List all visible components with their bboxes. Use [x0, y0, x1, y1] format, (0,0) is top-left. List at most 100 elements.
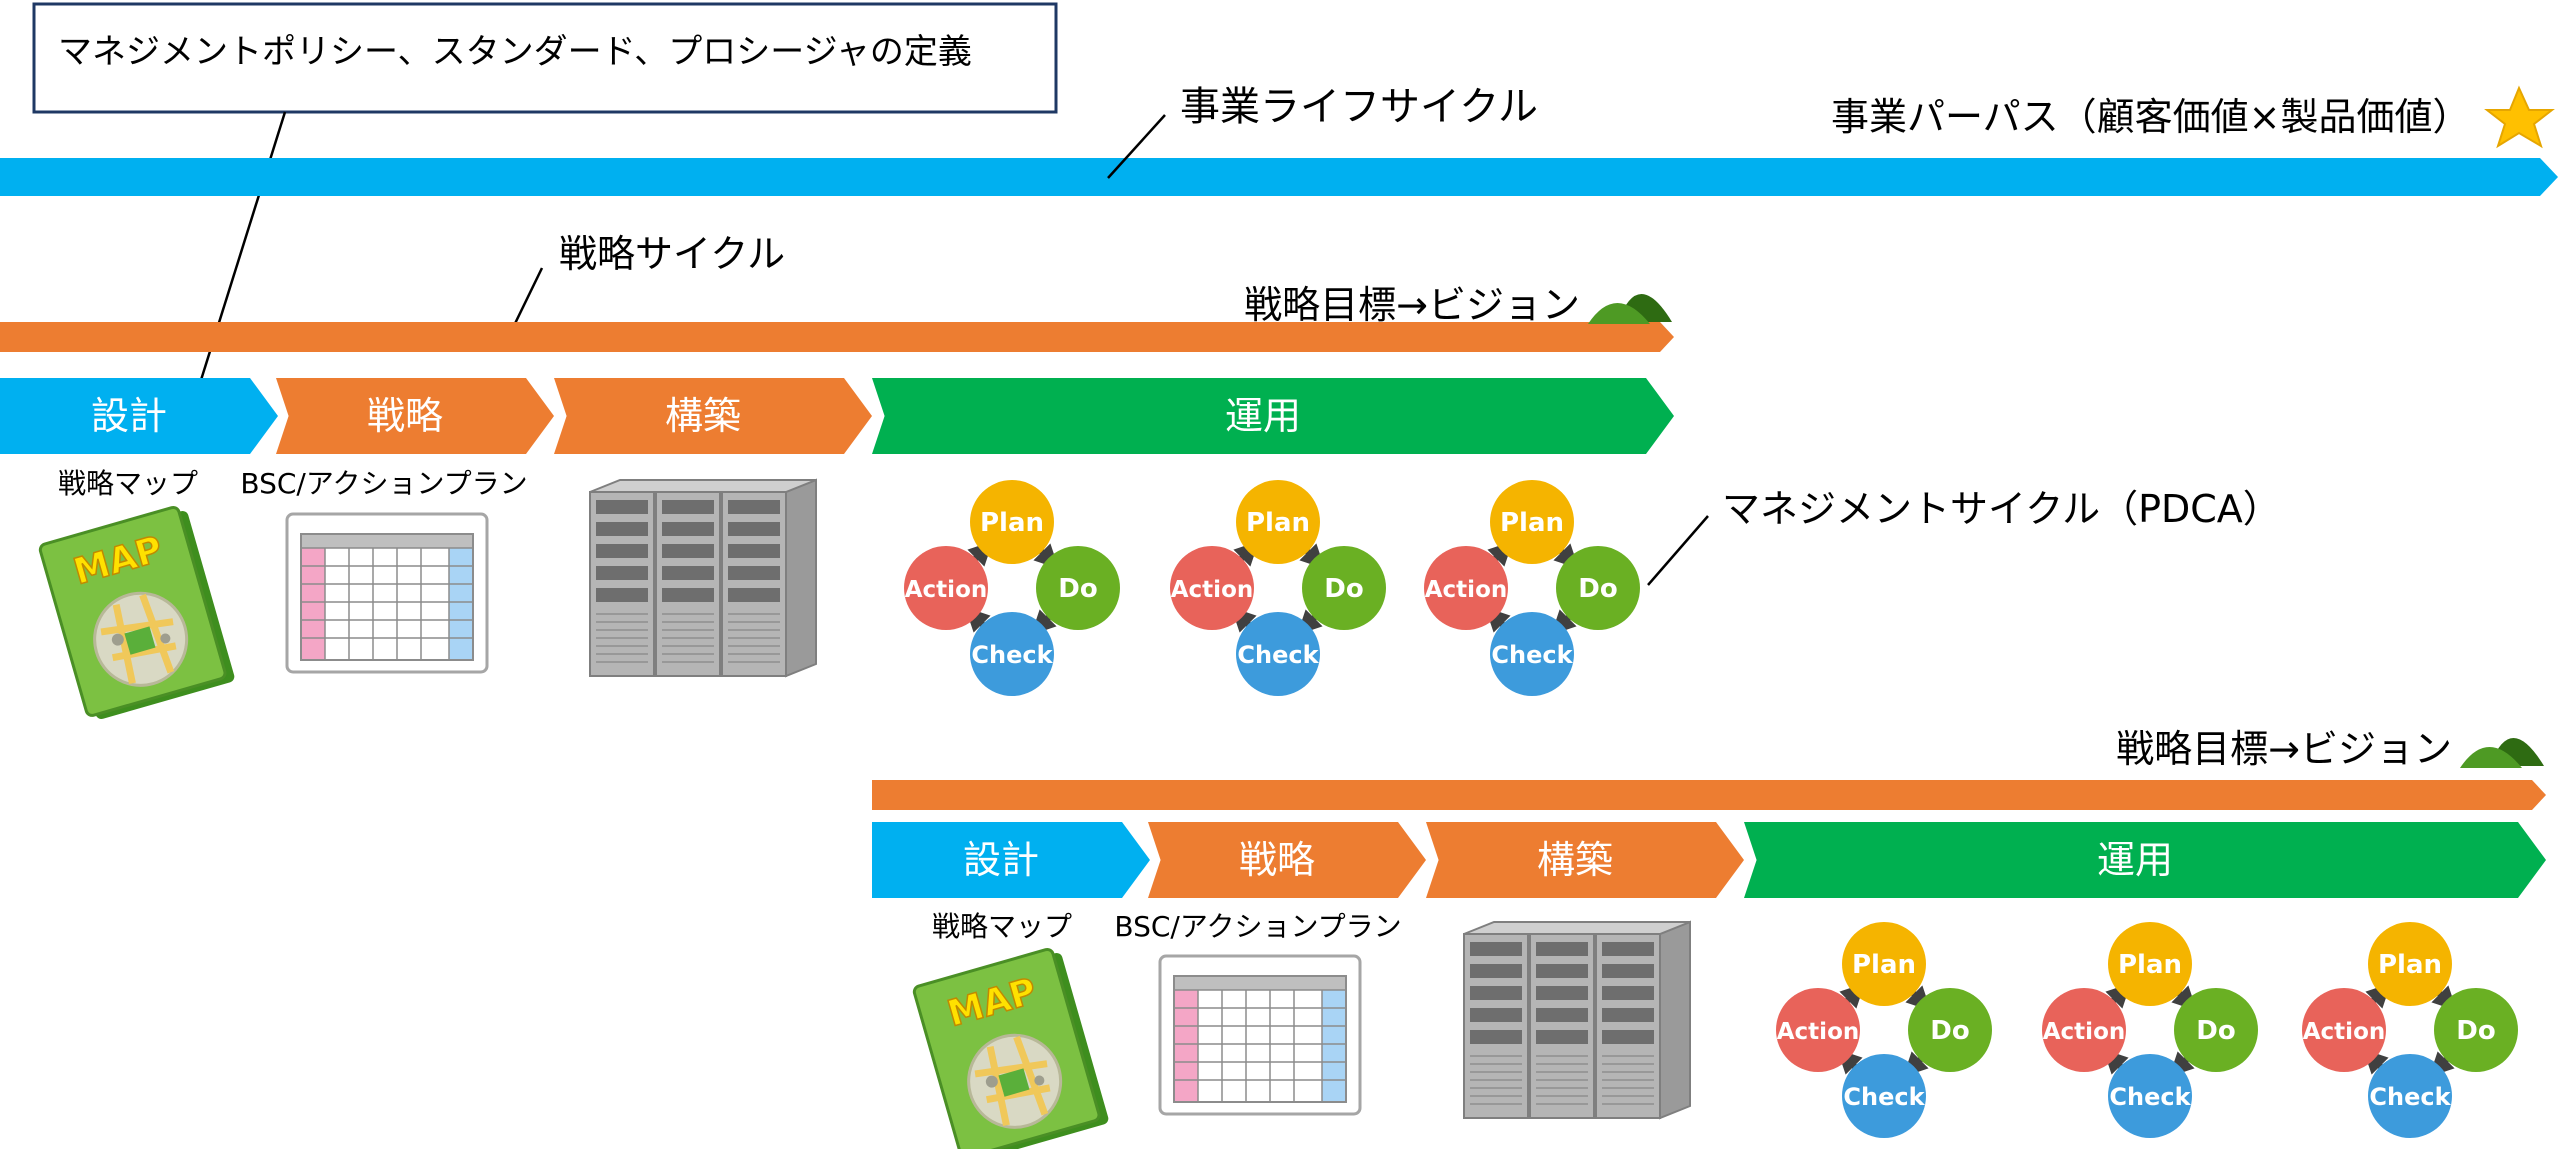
phase-design-chevron	[0, 378, 278, 454]
pdca-plan-circle	[1490, 480, 1574, 564]
strategy-cycle-arrow	[872, 780, 2546, 810]
pdca-check-label: Check	[971, 641, 1053, 669]
phase-operate-label: 運用	[2097, 838, 2173, 882]
pdca-check-label: Check	[1491, 641, 1573, 669]
phase-strategy-chevron	[1148, 822, 1426, 898]
pdca-plan-circle	[2108, 922, 2192, 1006]
server-rack-icon	[590, 480, 816, 676]
mountain-icon	[2460, 738, 2544, 768]
pdca-action-label: Action	[1425, 577, 1508, 603]
pdca-action-circle	[1776, 988, 1860, 1072]
pdca-action-circle	[2042, 988, 2126, 1072]
callout-box	[32, 2, 1058, 114]
phase-build-chevron	[1426, 822, 1744, 898]
phase-build-label: 構築	[1537, 838, 1613, 882]
bsc-caption: BSC/アクションプラン	[240, 467, 527, 500]
pdca-check-label: Check	[2369, 1083, 2451, 1111]
pdca-plan-label: Plan	[1500, 508, 1564, 538]
pdca-do-circle	[1556, 546, 1640, 630]
pdca-check-circle	[970, 612, 1054, 696]
bsc-table-icon	[285, 512, 489, 674]
pdca-plan-circle	[970, 480, 1054, 564]
callout-leader	[194, 111, 287, 397]
pdca-check-label: Check	[2109, 1083, 2191, 1111]
business-lifecycle-leader	[1107, 114, 1166, 179]
bsc-table-icon	[1158, 954, 1362, 1116]
business-lifecycle-arrow	[0, 158, 2558, 196]
star-icon	[2484, 85, 2555, 149]
pdca-action-circle	[1170, 546, 1254, 630]
pdca-action-label: Action	[1171, 577, 1254, 603]
phase-strategy-label: 戦略	[367, 394, 443, 438]
pdca-plan-label: Plan	[1246, 508, 1310, 538]
pdca-check-circle	[1236, 612, 1320, 696]
callout-text: マネジメントポリシー、スタンダード、プロシージャの定義	[58, 32, 972, 72]
strategy-cycle-arrow	[0, 322, 1674, 352]
strategy-goal-label: 戦略目標→ビジョン	[1244, 283, 1580, 327]
business-lifecycle-label: 事業ライフサイクル	[1180, 84, 1538, 130]
pdca-plan-label: Plan	[2378, 950, 2442, 980]
phase-operate-chevron	[872, 378, 1674, 454]
phase-design-label: 設計	[963, 838, 1039, 882]
pdca-check-label: Check	[1843, 1083, 1925, 1111]
strategy-goal-label: 戦略目標→ビジョン	[2116, 727, 2452, 771]
pdca-do-label: Do	[1930, 1016, 1969, 1046]
pdca-plan-circle	[2368, 922, 2452, 1006]
pdca-do-label: Do	[1324, 574, 1363, 604]
pdca-action-circle	[2302, 988, 2386, 1072]
pdca-check-circle	[1842, 1054, 1926, 1138]
pdca-do-label: Do	[2196, 1016, 2235, 1046]
strategy-map-caption: 戦略マップ	[932, 910, 1072, 943]
pdca-check-circle	[1490, 612, 1574, 696]
pdca-action-label: Action	[2043, 1019, 2126, 1045]
pdca-action-label: Action	[905, 577, 988, 603]
phase-strategy-chevron	[276, 378, 554, 454]
pdca-do-label: Do	[1578, 574, 1617, 604]
pdca-plan-label: Plan	[1852, 950, 1916, 980]
server-rack-icon	[1464, 922, 1690, 1118]
pdca-do-label: Do	[2456, 1016, 2495, 1046]
pdca-plan-label: Plan	[980, 508, 1044, 538]
pdca-action-label: Action	[1777, 1019, 1860, 1045]
pdca-plan-label: Plan	[2118, 950, 2182, 980]
pdca-check-circle	[2368, 1054, 2452, 1138]
pdca-check-circle	[2108, 1054, 2192, 1138]
phase-build-chevron	[554, 378, 872, 454]
pdca-do-circle	[2434, 988, 2518, 1072]
phase-design-chevron	[872, 822, 1150, 898]
pdca-do-circle	[1908, 988, 1992, 1072]
pdca-action-circle	[1424, 546, 1508, 630]
phase-strategy-label: 戦略	[1239, 838, 1315, 882]
pdca-action-circle	[904, 546, 988, 630]
strategy-map-caption: 戦略マップ	[58, 467, 198, 500]
pdca-do-circle	[2174, 988, 2258, 1072]
management-cycle-label: マネジメントサイクル（PDCA）	[1722, 487, 2281, 531]
mountain-icon	[1588, 294, 1672, 324]
phase-design-label: 設計	[91, 394, 167, 438]
management-cycle-leader	[1647, 515, 1709, 586]
pdca-plan-circle	[1236, 480, 1320, 564]
pdca-do-circle	[1036, 546, 1120, 630]
map-booklet-icon	[913, 946, 1110, 1149]
pdca-plan-circle	[1842, 922, 1926, 1006]
business-purpose-label: 事業パーパス（顧客価値×製品価値）	[1831, 95, 2470, 139]
strategy-cycle-label: 戦略サイクル	[559, 232, 785, 276]
pdca-do-label: Do	[1058, 574, 1097, 604]
pdca-check-label: Check	[1237, 641, 1319, 669]
pdca-action-label: Action	[2303, 1019, 2386, 1045]
bsc-caption: BSC/アクションプラン	[1114, 910, 1401, 943]
phase-operate-chevron	[1744, 822, 2546, 898]
pdca-do-circle	[1302, 546, 1386, 630]
phase-build-label: 構築	[665, 394, 741, 438]
map-booklet-icon	[39, 504, 236, 723]
